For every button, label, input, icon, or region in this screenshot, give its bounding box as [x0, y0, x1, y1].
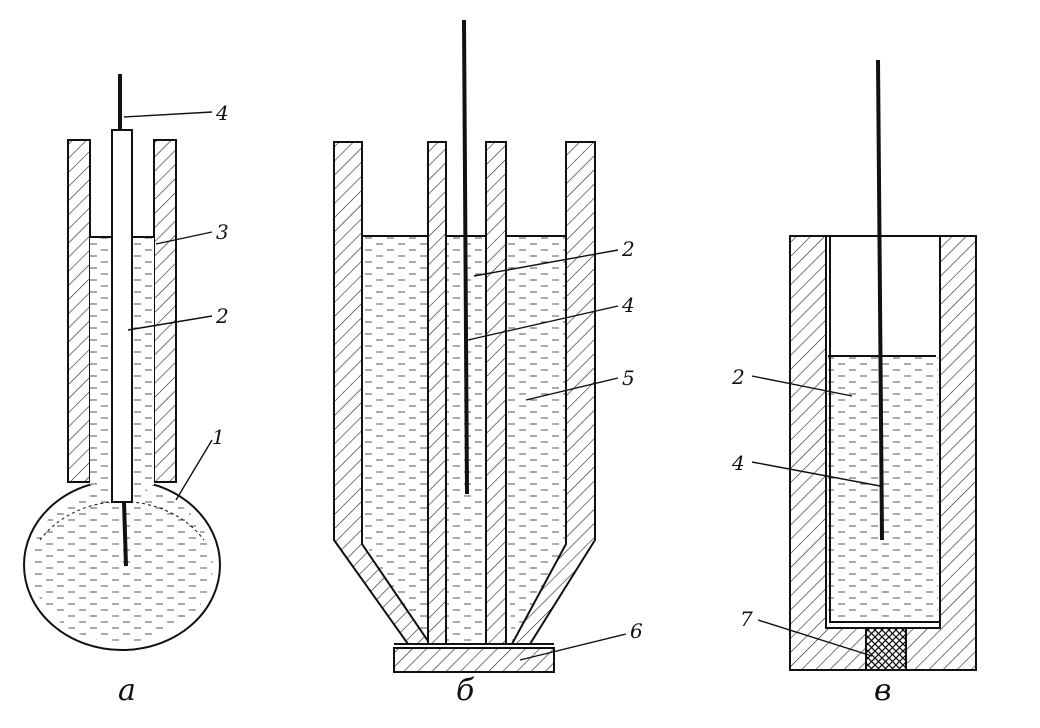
electrode-wire-c [876, 59, 884, 541]
label-c-7: 7 [740, 607, 753, 631]
bulb-membrane [23, 479, 221, 651]
caption-a: а [118, 673, 136, 708]
panel-a: 4 3 2 1 а [23, 74, 229, 708]
label-c-4: 4 [731, 451, 745, 475]
frit-plug [865, 627, 907, 671]
label-b-2: 2 [621, 237, 635, 261]
porous-plate [393, 647, 555, 673]
label-b-5: 5 [622, 366, 635, 390]
label-a-3: 3 [216, 220, 229, 244]
panel-c: 2 4 7 в [731, 59, 977, 708]
outer-liquid-left [362, 236, 428, 536]
label-a-4: 4 [215, 101, 229, 125]
tube-wall-right [153, 139, 177, 483]
inner-tube-wall-right [485, 141, 507, 645]
label-b-6: 6 [630, 619, 643, 643]
caption-b: б [456, 673, 475, 708]
label-c-2: 2 [731, 365, 745, 389]
inner-tube-wall-left [427, 141, 447, 645]
label-a-2: 2 [215, 304, 229, 328]
outer-liquid-right [506, 236, 566, 536]
caption-c: в [874, 673, 891, 708]
label-a-1: 1 [212, 425, 225, 449]
tube-wall-left [67, 139, 91, 483]
panel-b: 2 4 5 6 б [333, 19, 643, 708]
label-b-4: 4 [621, 293, 635, 317]
electrode-wire-b [462, 19, 469, 495]
reference-tube [111, 129, 133, 503]
